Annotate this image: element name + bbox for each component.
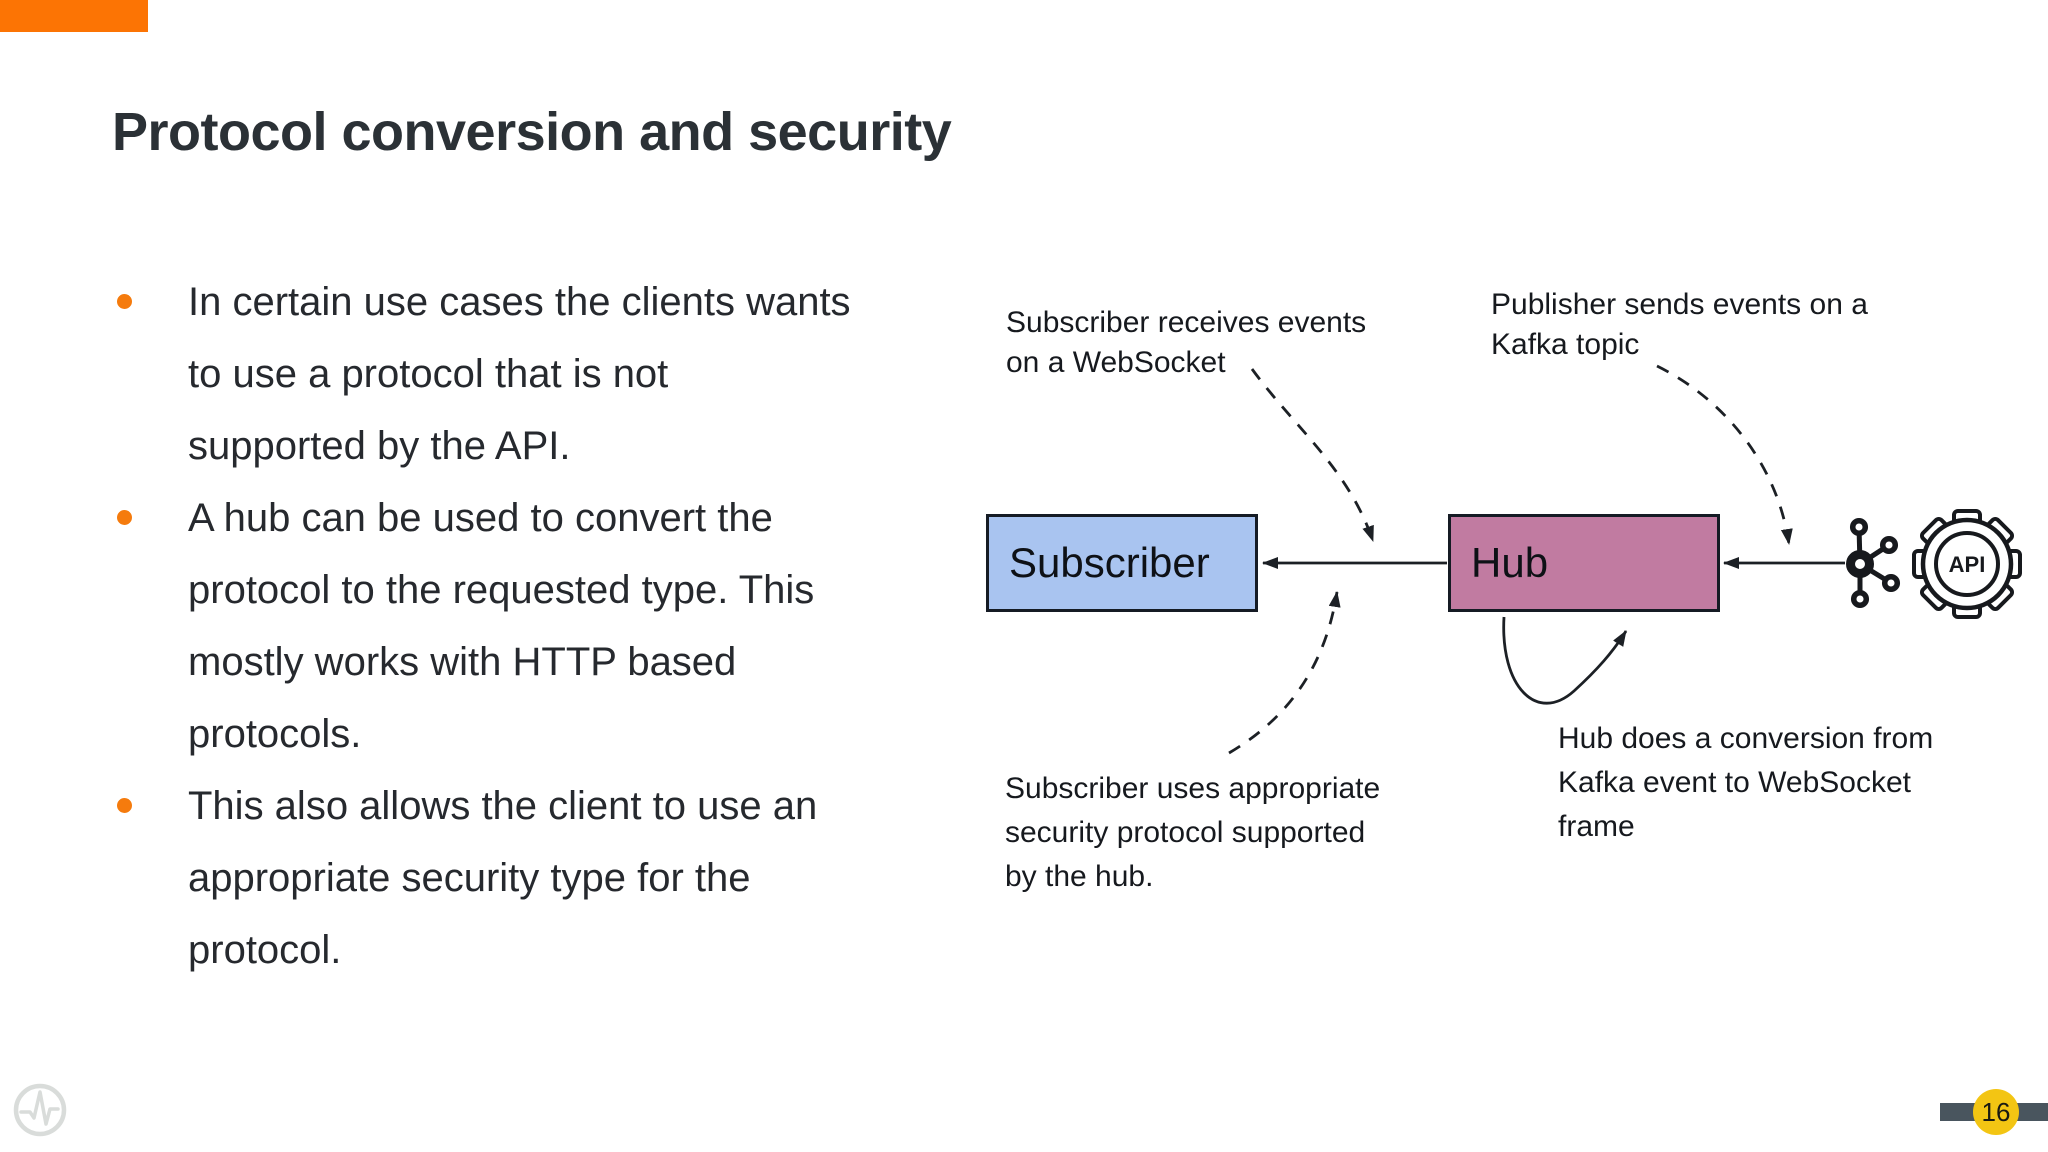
- diagram-node-hub: Hub: [1448, 514, 1720, 612]
- bullet-text-line: protocol.: [188, 928, 342, 972]
- api-gear-label: API: [1949, 552, 1986, 577]
- bullet-text-line: mostly works with HTTP based: [188, 640, 737, 684]
- kafka-icon: [1846, 517, 1901, 609]
- brand-accent-bar: [0, 0, 148, 32]
- bullet-dot: [117, 294, 132, 309]
- annotation-line: Publisher sends events on a: [1491, 288, 1868, 321]
- bullet-text-line: In certain use cases the clients wants: [188, 280, 851, 324]
- annotation-line: Hub does a conversion from: [1558, 722, 1934, 755]
- page-number-badge: 16: [1973, 1089, 2019, 1135]
- bullet-text-line: supported by the API.: [188, 424, 571, 468]
- subscriber-node-label: Subscriber: [1009, 539, 1210, 586]
- api-gear-icon: API: [1912, 509, 2022, 619]
- annotation-security: Subscriber uses appropriate security prot…: [1005, 767, 1380, 899]
- annotation-websocket: Subscriber receives events on a WebSocket: [1006, 303, 1366, 383]
- loop-arrow-conversion: [1502, 616, 1628, 705]
- slide-title: Protocol conversion and security: [112, 102, 952, 162]
- hub-node-label: Hub: [1471, 539, 1549, 586]
- bullet-dot: [117, 798, 132, 813]
- annotation-line: Kafka event to WebSocket: [1558, 766, 1911, 799]
- bullet-text-line: A hub can be used to convert the: [188, 496, 773, 540]
- annotation-line: Subscriber receives events: [1006, 306, 1367, 339]
- annotation-line: on a WebSocket: [1006, 346, 1226, 379]
- bullet-dot: [117, 510, 132, 525]
- annotation-line: by the hub.: [1005, 860, 1154, 893]
- pulse-logo-icon: [13, 1083, 67, 1137]
- annotation-line: Subscriber uses appropriate: [1005, 772, 1381, 805]
- bullet-text-line: protocol to the requested type. This: [188, 568, 815, 612]
- annotation-line: frame: [1558, 810, 1635, 843]
- bullet-text-line: to use a protocol that is not: [188, 352, 669, 396]
- dashed-pointer-security: [1228, 591, 1341, 755]
- bullet-text-line: This also allows the client to use an: [188, 784, 818, 828]
- annotation-kafka-topic: Publisher sends events on a Kafka topic: [1491, 285, 1868, 365]
- page-number: 16: [1981, 1096, 2011, 1127]
- annotation-line: Kafka topic: [1491, 328, 1640, 361]
- bullet-text-line: protocols.: [188, 712, 362, 756]
- bullet-text-line: appropriate security type for the: [188, 856, 751, 900]
- dashed-pointer-websocket: [1250, 368, 1375, 542]
- diagram-node-subscriber: Subscriber: [986, 514, 1258, 612]
- annotation-line: security protocol supported: [1005, 816, 1366, 849]
